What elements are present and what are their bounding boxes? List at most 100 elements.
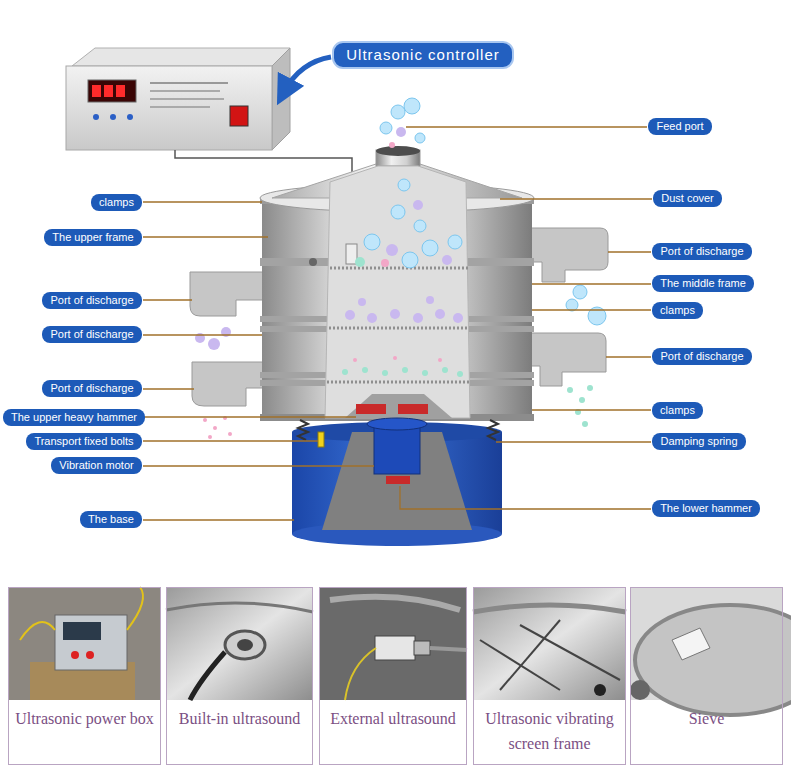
photo-power-box — [127, 587, 143, 630]
part-name: Transport fixed bolts — [34, 435, 133, 447]
leader-line — [608, 251, 651, 252]
photo-panel: Built-in ultrasound — [166, 587, 313, 765]
photo-sieve — [630, 680, 650, 700]
ultrasonic-controller-box — [116, 85, 125, 97]
callout-label: clamps — [91, 194, 142, 211]
photo-caption: Sieve — [633, 706, 780, 731]
particles — [355, 257, 365, 267]
ultrasonic-controller-box — [127, 114, 133, 120]
part-name: clamps — [660, 304, 695, 316]
ultrasonic-controller-box — [92, 85, 101, 97]
callout-label: Feed port — [648, 118, 712, 135]
particles — [442, 255, 452, 265]
photo-power-box — [71, 651, 79, 659]
title-callout: Ultrasonic controller — [332, 41, 514, 69]
photo-panel: Ultrasonic power box — [8, 587, 161, 765]
ultrasonic-controller-box — [230, 106, 248, 126]
photo-screen-frame — [473, 587, 626, 700]
base — [367, 418, 427, 430]
part-name: Port of discharge — [660, 350, 743, 362]
particles — [422, 370, 428, 376]
screen-body — [260, 146, 534, 421]
callout-label: Transport fixed bolts — [26, 433, 142, 450]
base — [386, 476, 410, 484]
callout-label: Port of discharge — [42, 292, 142, 309]
leader-line — [606, 356, 651, 357]
particles — [573, 285, 587, 299]
base — [298, 420, 308, 440]
base — [318, 432, 324, 447]
base — [292, 404, 502, 546]
photo-power-box — [20, 622, 55, 640]
screen-body — [309, 258, 317, 266]
part-name: clamps — [660, 404, 695, 416]
leader-line — [532, 283, 651, 284]
particles — [415, 133, 425, 143]
leader-line — [143, 334, 262, 335]
photo-power-box — [8, 587, 161, 700]
screen-body — [376, 146, 420, 156]
cutaway-interior — [329, 327, 469, 330]
part-name: Port of discharge — [50, 328, 133, 340]
leader-line — [143, 388, 194, 389]
particles — [353, 358, 357, 362]
callout-label: Damping spring — [652, 433, 746, 450]
leader-line — [143, 299, 192, 300]
part-name: Port of discharge — [50, 294, 133, 306]
part-name: The upper heavy hammer — [11, 411, 137, 423]
photo-power-box — [8, 587, 161, 700]
particles — [442, 367, 448, 373]
leader-line — [143, 465, 374, 466]
particles — [453, 313, 463, 323]
pointer-arrow — [284, 57, 331, 92]
photo-built-in — [225, 631, 265, 659]
particles — [208, 338, 220, 350]
photo-external — [319, 587, 467, 700]
base — [374, 424, 420, 474]
photo-caption: Built-in ultrasound — [169, 706, 310, 731]
callout-label: The base — [80, 511, 142, 528]
photo-external — [430, 648, 467, 650]
photo-screen-frame — [473, 587, 626, 700]
callout-label: The middle frame — [652, 275, 754, 292]
ultrasonic-controller-box — [88, 80, 136, 102]
cutaway-interior — [327, 381, 470, 384]
particles — [435, 309, 445, 319]
particles — [422, 240, 438, 256]
photo-external — [414, 641, 430, 655]
callout-label: Port of discharge — [42, 380, 142, 397]
photo-screen-frame — [473, 605, 626, 612]
part-name: The middle frame — [660, 277, 746, 289]
ultrasonic-controller-box — [150, 90, 220, 92]
part-name: Port of discharge — [50, 382, 133, 394]
particles — [393, 356, 397, 360]
photo-external — [319, 587, 467, 700]
ultrasonic-controller-box — [150, 82, 228, 84]
particles — [398, 179, 410, 191]
cutaway-interior — [325, 166, 470, 418]
callout-label: The lower hammer — [652, 500, 760, 517]
callout-label: Port of discharge — [652, 348, 752, 365]
particles — [448, 235, 462, 249]
ultrasonic-controller-box — [104, 85, 113, 97]
ultrasonic-controller-box — [66, 66, 272, 150]
cutaway-interior — [330, 267, 468, 270]
base — [398, 404, 428, 414]
leader-line — [143, 519, 294, 520]
base — [488, 420, 498, 440]
part-name: The upper frame — [52, 231, 133, 243]
photo-sieve — [635, 605, 791, 715]
callout-label: Port of discharge — [42, 326, 142, 343]
leader-line — [532, 309, 651, 310]
particles — [362, 367, 368, 373]
photo-power-box — [86, 651, 94, 659]
particles — [228, 432, 232, 436]
callout-label: clamps — [652, 302, 703, 319]
particles — [380, 122, 392, 134]
particles — [203, 418, 207, 422]
particles — [566, 299, 578, 311]
callout-label: Port of discharge — [652, 243, 752, 260]
callout-label: The upper heavy hammer — [3, 409, 145, 426]
leader-line — [143, 201, 262, 202]
base — [356, 404, 386, 414]
